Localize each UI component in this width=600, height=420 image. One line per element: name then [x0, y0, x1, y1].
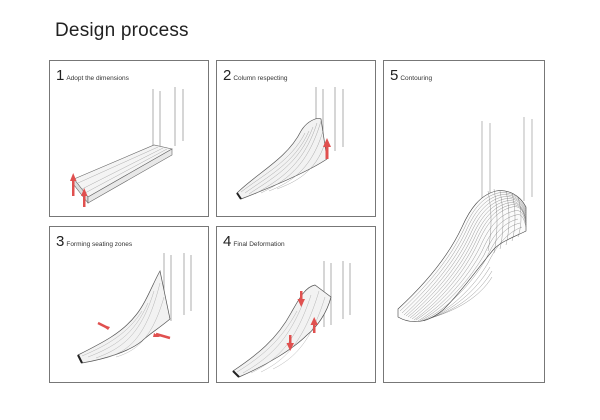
step-2-illustration: [236, 87, 344, 200]
step-number: 4: [223, 233, 232, 250]
page-title: Design process: [55, 20, 189, 41]
step-1-illustration: [70, 87, 184, 207]
step-number: 5: [390, 67, 399, 84]
step-5-illustration: [397, 117, 533, 322]
step-label: Contouring: [400, 75, 433, 82]
step-number: 1: [56, 67, 65, 84]
step-3-illustration: [77, 253, 192, 364]
step-number: 2: [223, 67, 232, 84]
step-number: 3: [56, 233, 65, 250]
step-label: Column respecting: [233, 75, 288, 82]
step-label: Adopt the dimensions: [66, 75, 129, 82]
step-label: Forming seating zones: [66, 241, 133, 248]
step-4-illustration: [232, 261, 351, 378]
step-label: Final Deformation: [233, 241, 285, 248]
